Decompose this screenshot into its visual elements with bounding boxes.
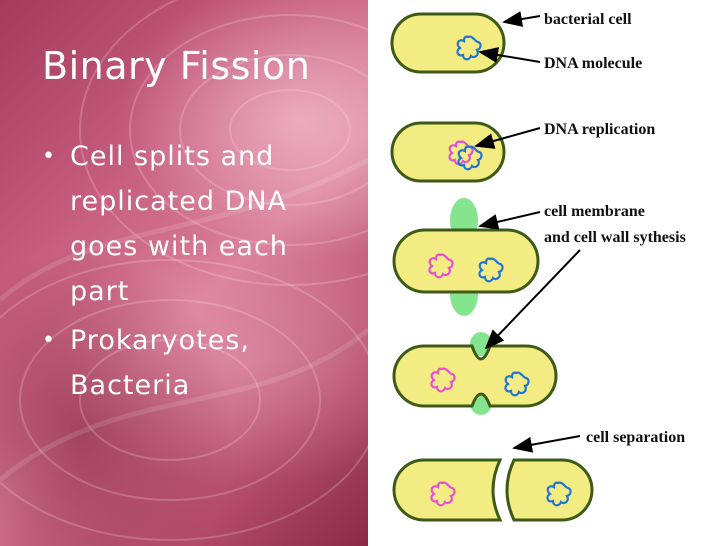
arrow-cell-wall-synthesis [484,249,581,350]
bullet-marker: • [42,328,56,353]
arrow-dna-replication [474,127,541,149]
bullet-item: • Cell splits and replicated DNA goes wi… [42,134,342,314]
stage-bacterial-cell [390,12,506,74]
stage-membrane-synthesis [392,198,540,316]
label-cell-separation: cell separation [586,429,685,446]
daughter-cell-right [505,458,594,522]
stage-dna-replication [390,121,506,183]
label-dna-replication: DNA replication [544,121,655,138]
label-cell-wall-synthesis: and cell wall sythesis [544,229,686,246]
slide-title: Binary Fission [42,44,311,88]
daughter-cell-left [392,458,503,522]
label-dna-molecule: DNA molecule [544,55,642,72]
label-cell-membrane: cell membrane [544,203,645,220]
arrow-cell-membrane [478,211,541,230]
bullet-marker: • [42,144,56,169]
pointer-arrows [474,11,581,453]
title-panel: Binary Fission • Cell splits and replica… [0,0,368,546]
swirl-background [0,0,368,546]
cell-body [390,12,506,74]
cell-body-pinched [392,344,558,408]
stage-pinching [392,332,558,415]
arrow-cell-separation [512,435,581,453]
bullet-text: Prokaryotes, Bacteria [70,325,250,401]
bullet-list: • Cell splits and replicated DNA goes wi… [42,134,342,412]
arrow-dna-molecule [478,47,541,63]
fission-stages-svg: bacterial cell DNA molecule DNA replicat… [390,11,686,522]
bullet-item: • Prokaryotes, Bacteria [42,318,342,408]
cell-body [392,228,540,294]
arrow-bacterial-cell [502,11,541,27]
label-bacterial-cell: bacterial cell [544,11,632,28]
stage-cell-separation [392,458,594,522]
binary-fission-diagram: bacterial cell DNA molecule DNA replicat… [368,0,728,546]
bullet-text: Cell splits and replicated DNA goes with… [70,141,288,307]
cell-body [390,121,506,183]
